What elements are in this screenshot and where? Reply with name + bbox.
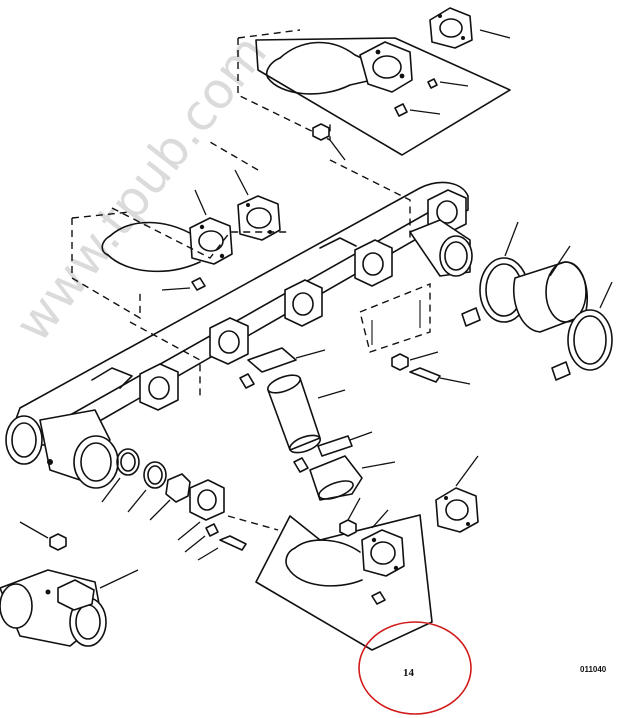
right-lower-gasket (435, 455, 479, 533)
exhaust-manifold (5, 141, 473, 489)
bottom-left-elbow (0, 521, 139, 647)
manifold-port-4 (354, 239, 393, 287)
callout-14-assembly (255, 497, 433, 651)
manifold-port-1 (139, 363, 179, 411)
callout-number: 14 (403, 667, 415, 679)
top-elbow-assembly (237, 7, 511, 161)
manifold-port-2 (209, 317, 249, 365)
right-flange-plate (359, 282, 471, 385)
center-sleeve-assembly (239, 347, 396, 501)
right-clamp-assembly (461, 221, 613, 381)
figure-id: 011040 (580, 665, 607, 674)
manifold-port-3 (284, 279, 323, 327)
ring-gaskets (101, 448, 279, 561)
highlight-circle (358, 621, 472, 715)
